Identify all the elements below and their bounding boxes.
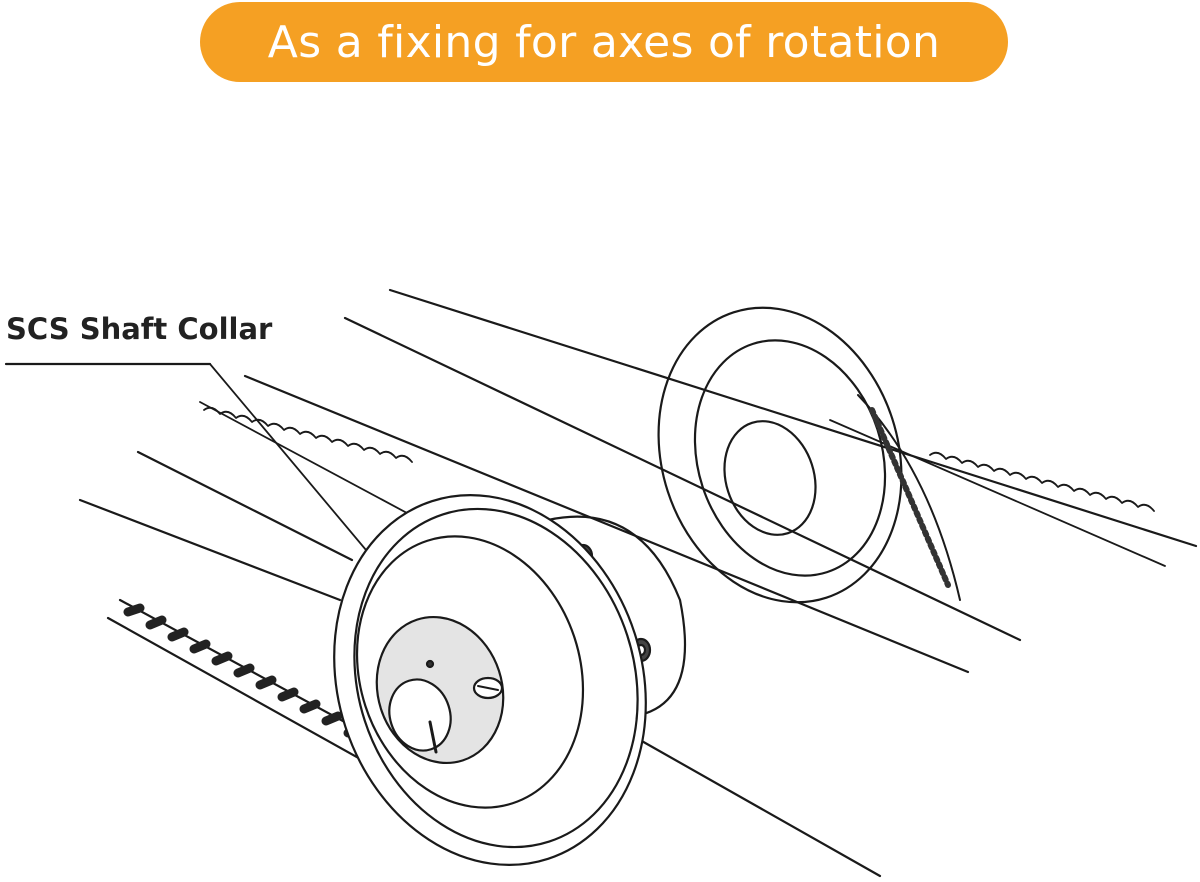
- callout-label: SCS Shaft Collar: [6, 312, 273, 346]
- shaft-collar: [375, 615, 505, 765]
- title-banner: As a fixing for axes of rotation: [200, 2, 1008, 82]
- banner-title: As a fixing for axes of rotation: [267, 16, 941, 68]
- rear-pulley: [657, 306, 961, 604]
- upper-belt: [199, 401, 1166, 567]
- shaft-lines: [78, 288, 1198, 878]
